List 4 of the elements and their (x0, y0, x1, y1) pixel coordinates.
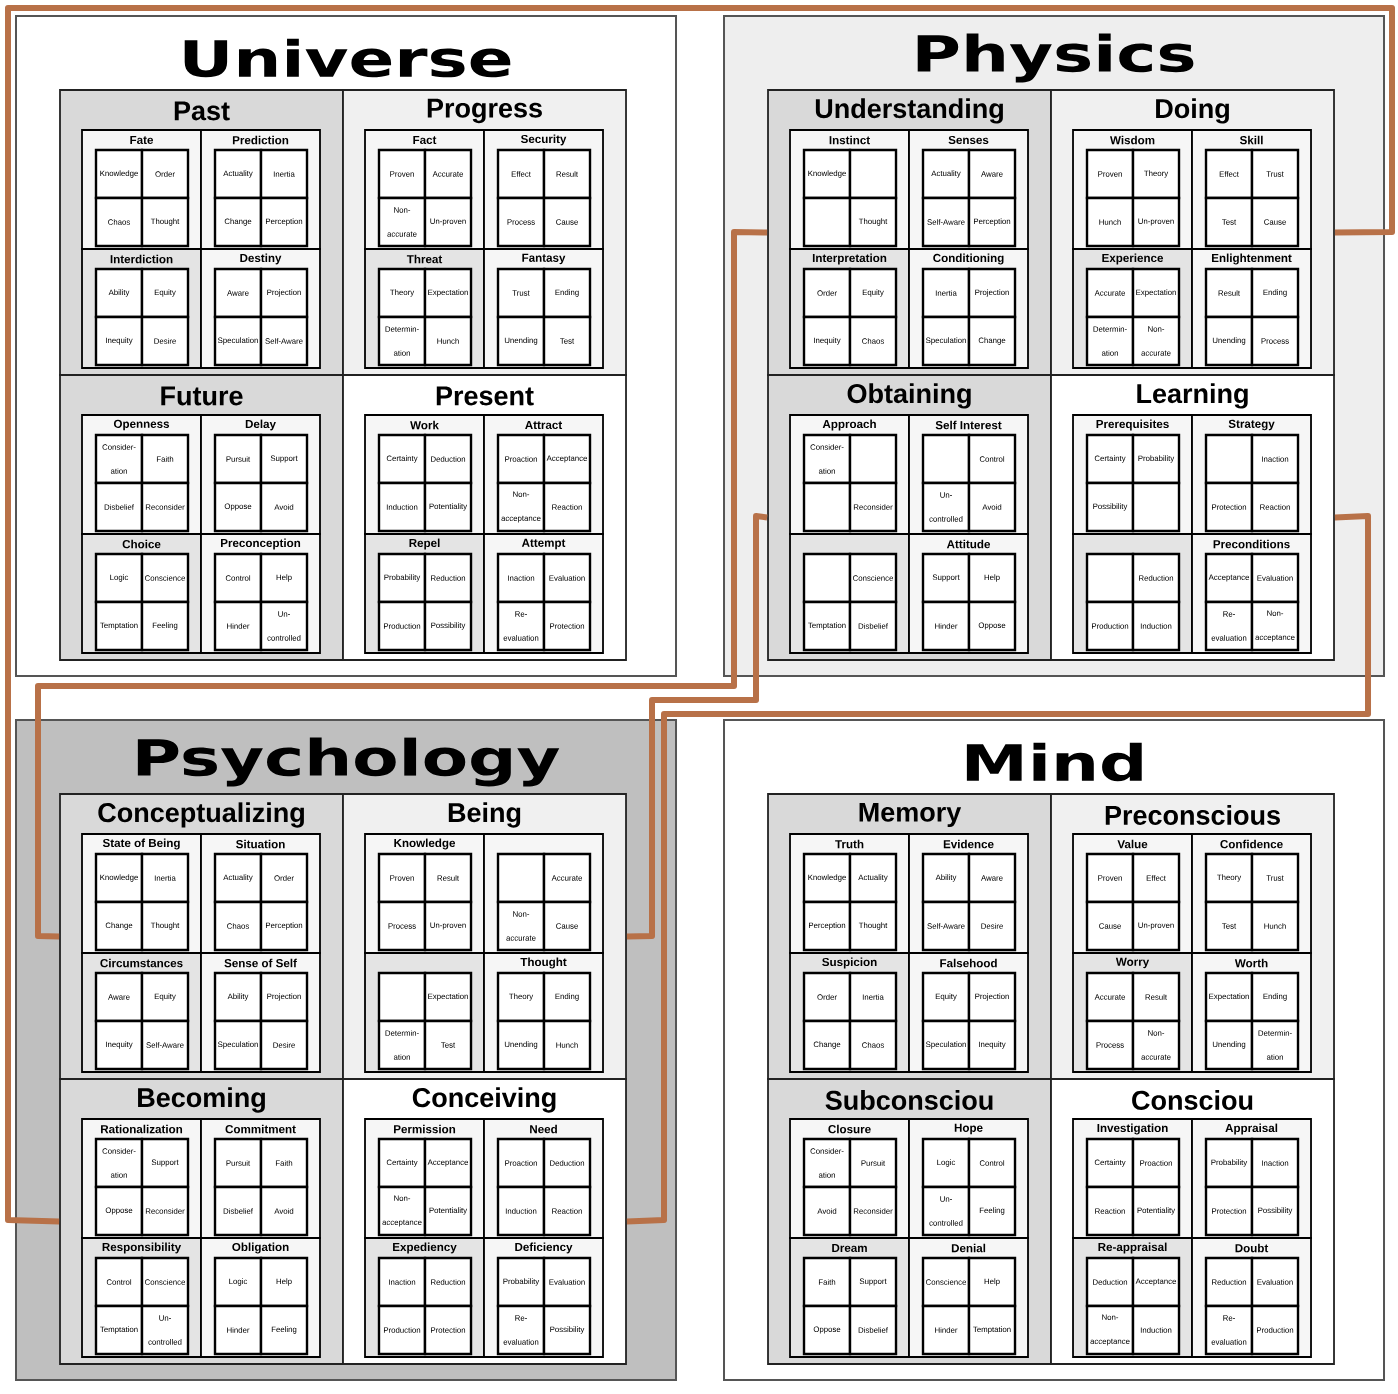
connector-line (5, 5, 1395, 1225)
connector-line (626, 513, 768, 940)
connector-line (626, 513, 1371, 1225)
connector-line (35, 229, 768, 940)
